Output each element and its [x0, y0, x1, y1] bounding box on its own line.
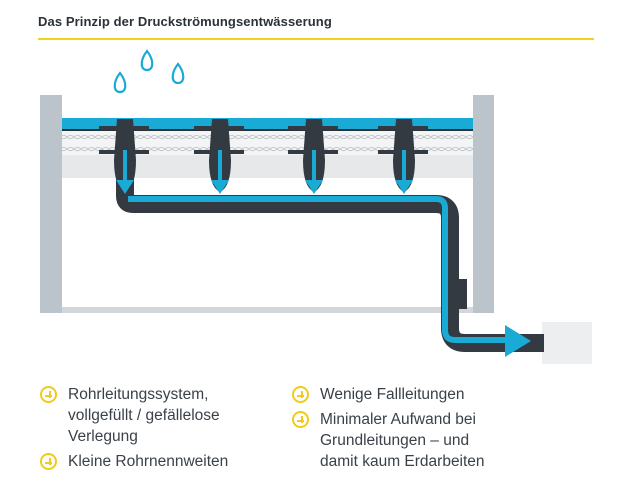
roof-water-layer — [62, 118, 473, 129]
concrete-deck — [62, 155, 473, 178]
floor-slab — [62, 307, 473, 313]
title-underline — [38, 38, 594, 40]
collector-pipe — [116, 160, 544, 357]
roof-drain-2 — [194, 119, 244, 194]
roof-membrane — [62, 129, 473, 131]
roof-drain-1 — [99, 119, 149, 194]
page-title: Das Prinzip der Druckströmungsentwässeru… — [38, 14, 332, 29]
right-wall — [473, 95, 494, 313]
roof-drain-3 — [288, 119, 338, 194]
water-drop-icon — [113, 49, 185, 94]
left-wall — [40, 95, 62, 313]
roof-drain-4 — [378, 119, 428, 194]
sewer-connection-box — [542, 322, 592, 364]
